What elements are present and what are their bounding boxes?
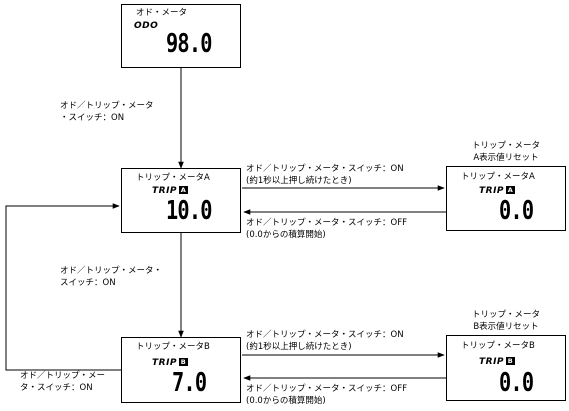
reset-a-title: トリップ・メータA: [461, 172, 535, 182]
trip-b-value: 7.0: [172, 368, 207, 398]
trip-b-badge: B: [179, 358, 189, 366]
label-trip-a-reset-on-line1: オド／トリップ・メータ・スイッチ：ON: [246, 164, 404, 174]
label-trip-b-reset-off-line1: オド／トリップ・メータ・スイッチ：OFF: [246, 384, 407, 394]
label-trip-a-to-trip-b: オド／トリップ・メータ・ スイッチ：ON: [60, 265, 162, 289]
reset-b-caption: トリップ・メータ B表示値リセット: [446, 309, 566, 333]
trip-a-badge: A: [179, 186, 189, 194]
label-trip-a-to-trip-b-line1: オド／トリップ・メータ・: [60, 266, 163, 276]
reset-a-tag-text: TRIP: [479, 186, 505, 196]
reset-b-caption-line2: B表示値リセット: [473, 322, 539, 332]
reset-a-caption: トリップ・メータ A表示値リセット: [446, 140, 566, 164]
odo-value: 98.0: [166, 29, 213, 59]
reset-a-badge: A: [506, 186, 516, 194]
reset-a-value: 0.0: [499, 196, 534, 226]
label-trip-b-reset-off: オド／トリップ・メータ・スイッチ：OFF (0.0からの積算開始): [246, 383, 407, 407]
trip-b-tag-text: TRIP: [152, 358, 178, 368]
label-trip-b-to-trip-a-line2: タ・スイッチ：ON: [20, 383, 93, 393]
odo-meter-title: オド・メータ: [136, 8, 188, 18]
trip-a-value: 10.0: [166, 196, 213, 226]
reset-b-caption-line1: トリップ・メータ: [471, 310, 540, 320]
reset-b-badge: B: [506, 357, 516, 365]
label-trip-a-to-trip-b-line2: スイッチ：ON: [60, 278, 116, 288]
reset-a-caption-line2: A表示値リセット: [473, 153, 539, 163]
odo-meter-box: オド・メータ ODO 98.0: [121, 4, 241, 68]
label-trip-b-to-trip-a: オド／トリップ・メー タ・スイッチ：ON: [20, 370, 105, 394]
label-trip-a-reset-off-line1: オド／トリップ・メータ・スイッチ：OFF: [246, 218, 407, 228]
label-trip-a-reset-off-line2: (0.0からの積算開始): [246, 230, 326, 240]
label-trip-b-to-trip-a-line1: オド／トリップ・メー: [20, 371, 106, 381]
reset-b-title: トリップ・メータB: [461, 341, 535, 351]
odo-tag: ODO: [134, 21, 159, 31]
reset-b-value: 0.0: [499, 368, 534, 398]
label-trip-b-reset-on-line1: オド／トリップ・メータ・スイッチ：ON: [246, 330, 404, 340]
label-trip-a-reset-on-line2: (約1秒以上押し続けたとき): [246, 176, 352, 186]
label-odo-to-trip-a: オド／トリップ・メータ ・スイッチ：ON: [60, 100, 154, 124]
label-odo-to-trip-a-line2: ・スイッチ：ON: [60, 113, 125, 123]
trip-meter-b-title: トリップ・メータB: [136, 342, 210, 352]
reset-b-tag-text: TRIP: [479, 357, 505, 367]
reset-a-caption-line1: トリップ・メータ: [471, 141, 540, 151]
label-trip-b-reset-on-line2: (約1秒以上押し続けたとき): [246, 342, 352, 352]
arrow-trip-b-to-trip-a: [5, 203, 121, 371]
label-odo-to-trip-a-line1: オド／トリップ・メータ: [60, 101, 154, 111]
label-trip-b-reset-off-line2: (0.0からの積算開始): [246, 396, 326, 406]
label-trip-a-reset-off: オド／トリップ・メータ・スイッチ：OFF (0.0からの積算開始): [246, 217, 407, 241]
trip-meter-a-title: トリップ・メータA: [136, 173, 210, 183]
label-trip-a-reset-on: オド／トリップ・メータ・スイッチ：ON (約1秒以上押し続けたとき): [246, 163, 404, 187]
trip-a-tag-text: TRIP: [152, 186, 178, 196]
label-trip-b-reset-on: オド／トリップ・メータ・スイッチ：ON (約1秒以上押し続けたとき): [246, 329, 404, 353]
